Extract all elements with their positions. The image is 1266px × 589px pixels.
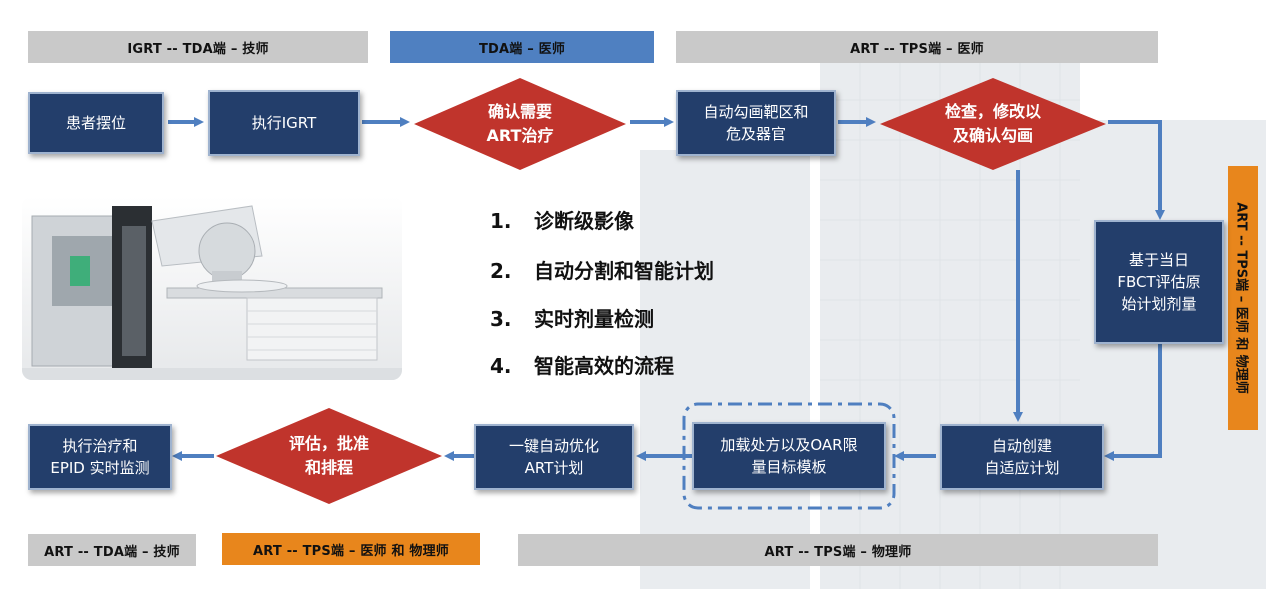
footer-art-tda-tech: ART -- TDA端 – 技师 [28,534,196,566]
decision-confirm-art [414,78,626,170]
step-one-click-optimize: 一键自动优化 ART计划 [474,424,634,490]
footer-art-tps-physician-physicist: ART -- TPS端 – 医师 和 物理师 [222,533,480,565]
step-load-template: 加载处方以及OAR限 量目标模板 [692,422,886,490]
footer-art-tps-physicist: ART -- TPS端 – 物理师 [518,534,1158,566]
step-execute-treatment: 执行治疗和 EPID 实时监测 [28,424,172,490]
decision-review-approve-label: 评估，批准 和排程 [288,434,369,477]
header-vertical-art-tps [1228,166,1258,430]
header-tda-physician: TDA端 – 医师 [390,31,654,63]
arrow-7 [1104,343,1162,461]
feature-item-4: 4.智能高效的流程 [490,354,674,378]
dashed-highlight-frame [682,402,896,510]
step-evaluate-dose: 基于当日 FBCT评估原 始计划剂量 [1094,220,1224,344]
step-execute-igrt: 执行IGRT [208,90,360,156]
step-auto-contouring: 自动勾画靶区和 危及器官 [676,90,836,156]
feature-item-3: 3.实时剂量检测 [490,307,654,331]
feature-item-2: 2.自动分割和智能计划 [490,259,714,283]
decision-review-approve [216,408,442,504]
decision-check-contours-label: 检查，修改以 及确认勾画 [944,102,1041,145]
step-auto-create-adaptive: 自动创建 自适应计划 [940,424,1104,490]
step-patient-positioning: 患者摆位 [28,92,164,154]
linac-machine-image [22,196,402,380]
decision-check-contours [880,78,1106,170]
feature-item-1: 1.诊断级影像 [490,209,634,233]
arrow-5 [1108,120,1165,220]
header-art-tps-physician: ART -- TPS端 – 医师 [676,31,1158,63]
header-igrt-tda-tech: IGRT -- TDA端 – 技师 [28,31,368,63]
decision-confirm-art-label: 确认需要 ART治疗 [486,102,554,145]
